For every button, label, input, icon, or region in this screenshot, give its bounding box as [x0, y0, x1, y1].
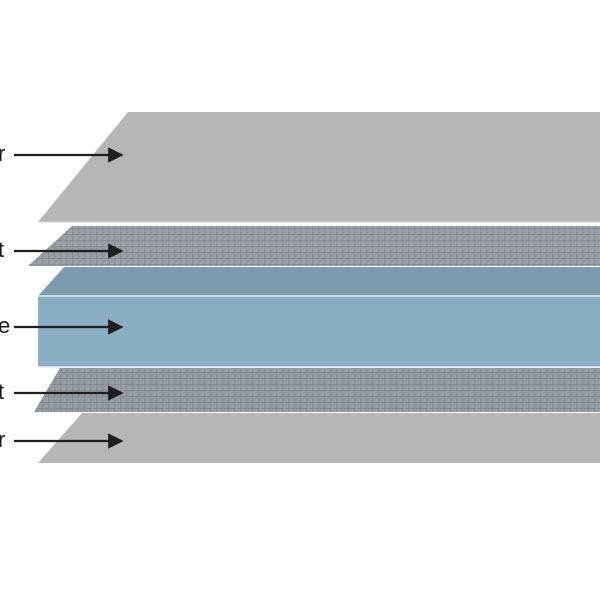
bottom-mesh-sheet [34, 368, 600, 412]
label-bottom-mesh: t [0, 379, 5, 404]
core-front-face [38, 297, 600, 367]
bottom-outer-sheet [38, 413, 600, 463]
top-outer-sheet [38, 112, 600, 222]
top-mesh-sheet [28, 226, 600, 266]
label-bottom-outer: r [0, 427, 6, 452]
top-mesh-shade [28, 226, 600, 266]
label-top-outer: r [0, 141, 6, 166]
bottom-mesh-shade [34, 368, 600, 412]
label-core: e [0, 313, 11, 338]
label-top-mesh: t [0, 237, 5, 262]
core-top-face [38, 267, 600, 296]
